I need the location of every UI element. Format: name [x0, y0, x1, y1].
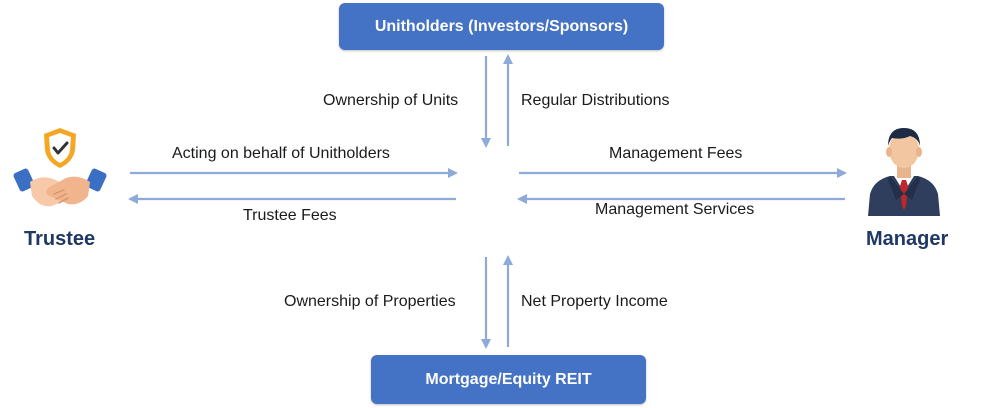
label-regular-distributions: Regular Distributions — [521, 92, 670, 109]
reit-box: Mortgage/Equity REIT — [371, 355, 646, 404]
label-trustee-fees: Trustee Fees — [243, 207, 337, 224]
trustee-label: Trustee — [24, 228, 96, 250]
manager-label: Manager — [866, 228, 949, 250]
label-ownership-properties: Ownership of Properties — [284, 293, 456, 310]
label-acting-on-behalf: Acting on behalf of Unitholders — [172, 145, 390, 162]
handshake-shield-icon — [13, 128, 107, 207]
label-management-services: Management Services — [595, 201, 755, 218]
businessman-icon — [868, 128, 940, 216]
unitholders-box: Unitholders (Investors/Sponsors) — [339, 3, 664, 50]
label-management-fees: Management Fees — [609, 145, 743, 162]
label-ownership-units: Ownership of Units — [323, 92, 459, 109]
label-net-property-income: Net Property Income — [521, 293, 668, 310]
